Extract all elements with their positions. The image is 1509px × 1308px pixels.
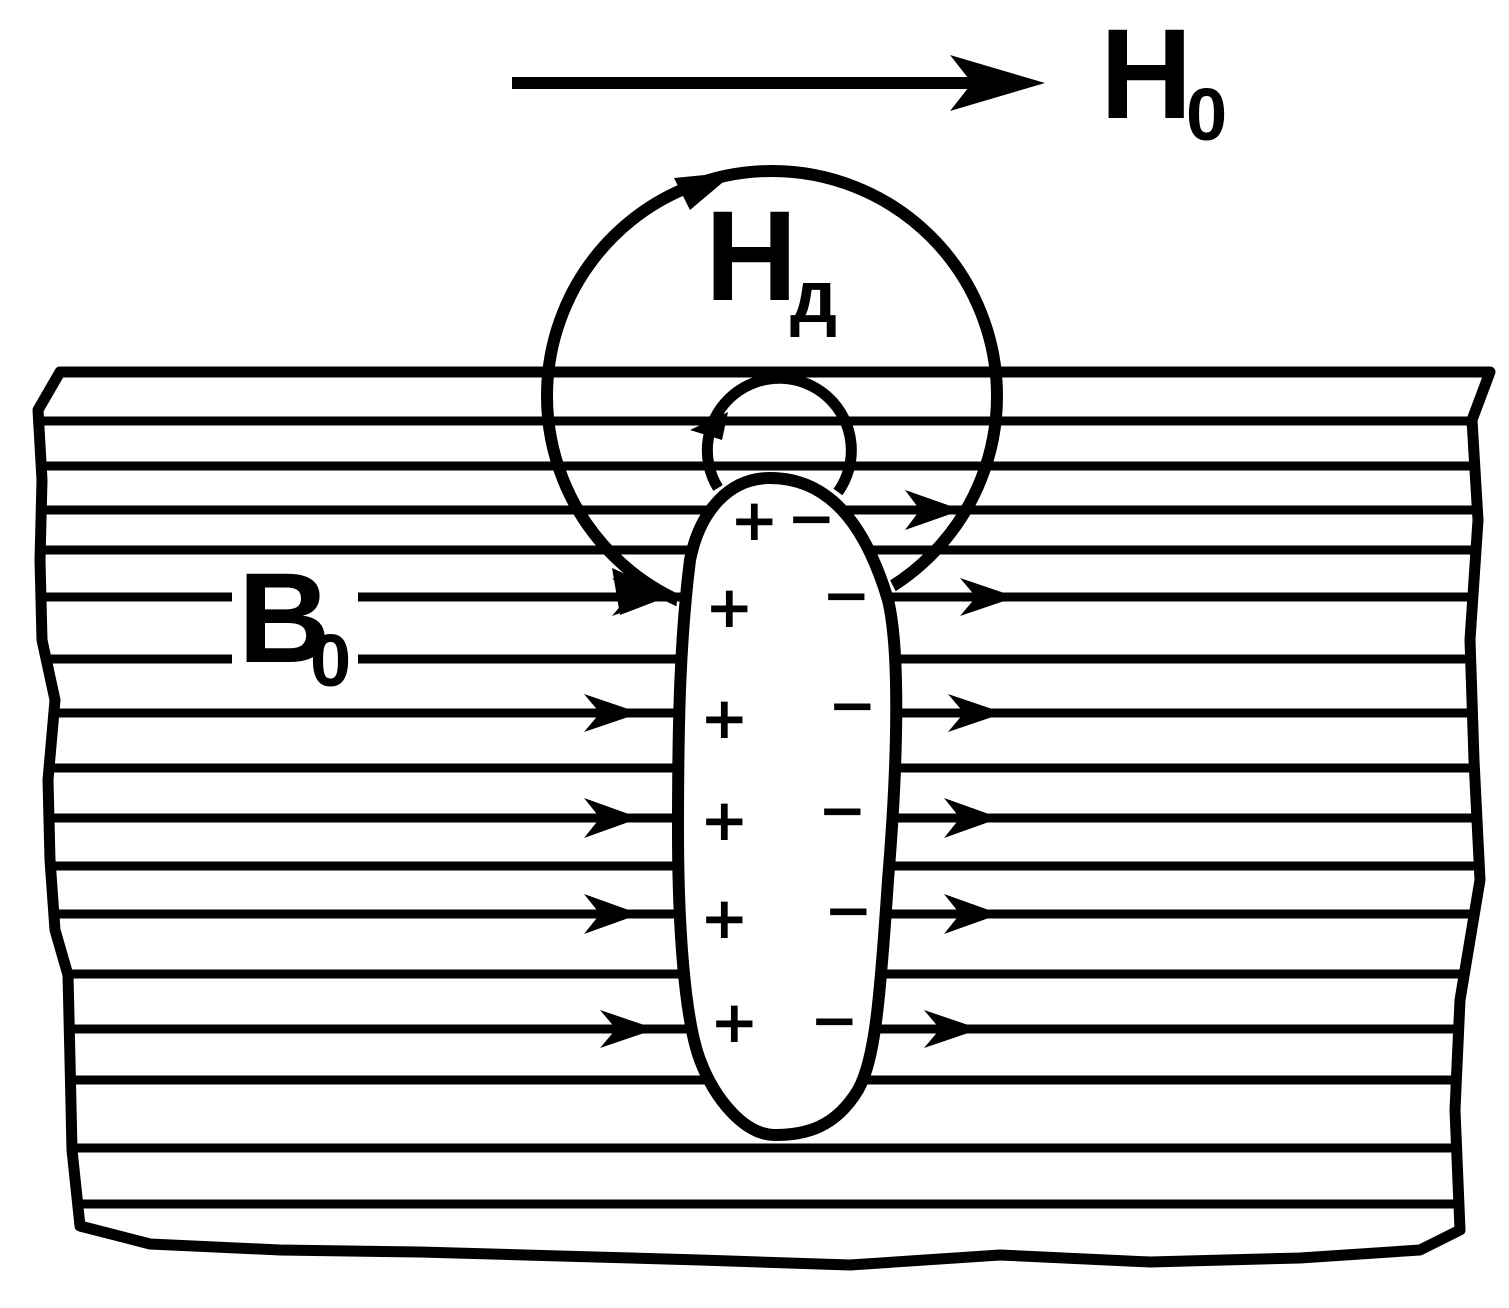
field-arrowhead: [924, 1010, 980, 1048]
negative-charge: −: [824, 876, 873, 944]
positive-charge: +: [700, 884, 749, 952]
negative-charge: −: [787, 484, 836, 552]
field-arrowhead: [600, 1010, 656, 1048]
positive-charge: +: [700, 786, 749, 854]
defect-field-loop: [541, 165, 1003, 627]
field-arrowhead: [948, 694, 1004, 732]
defect-field-arrowhead: [674, 172, 735, 210]
positive-charge: +: [710, 988, 759, 1056]
field-arrowhead: [584, 798, 640, 838]
field-arrowhead: [905, 490, 962, 530]
induction-label-sub: 0: [310, 619, 351, 702]
positive-charge: +: [705, 573, 754, 641]
field-arrowhead: [960, 578, 1016, 616]
field-arrowheads-right: [905, 490, 1016, 1048]
applied-field-arrow: [512, 55, 1045, 111]
negative-charge: −: [822, 561, 871, 629]
induction-label-main: B: [238, 547, 330, 690]
field-arrowhead: [944, 798, 1000, 838]
small-leakage-loop: [701, 372, 857, 496]
negative-charges: − − − − − −: [787, 484, 877, 1054]
positive-charges: + + + + + +: [700, 486, 779, 1056]
negative-charge: −: [810, 986, 859, 1054]
applied-field-label-main: H: [1100, 3, 1192, 146]
negative-charge: −: [828, 671, 877, 739]
negative-charge: −: [818, 776, 867, 844]
plate-outline: [32, 366, 1496, 1271]
applied-field-label-sub: 0: [1186, 73, 1227, 156]
defect-crack: [672, 472, 903, 1141]
positive-charge: +: [730, 486, 779, 554]
small-loop-arrowhead: [690, 412, 728, 440]
defect-field-label-main: H: [705, 185, 797, 328]
field-arrowhead: [944, 894, 1000, 934]
field-arrowhead: [584, 694, 640, 732]
field-arrowheads-left: [584, 578, 666, 1048]
positive-charge: +: [700, 684, 749, 752]
defect-field-label-sub: д: [790, 255, 837, 338]
field-arrowhead: [584, 894, 640, 934]
field-arrowhead: [612, 578, 666, 616]
